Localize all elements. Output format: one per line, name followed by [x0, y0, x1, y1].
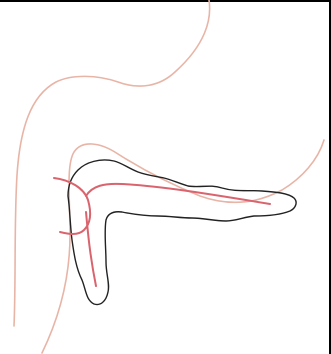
organ-outline — [68, 160, 296, 304]
vessel-left-branch — [54, 178, 90, 234]
tract-inner-contour — [42, 140, 324, 353]
tract-outer-contour — [14, 0, 210, 326]
vessel-descending-branch — [86, 212, 96, 286]
